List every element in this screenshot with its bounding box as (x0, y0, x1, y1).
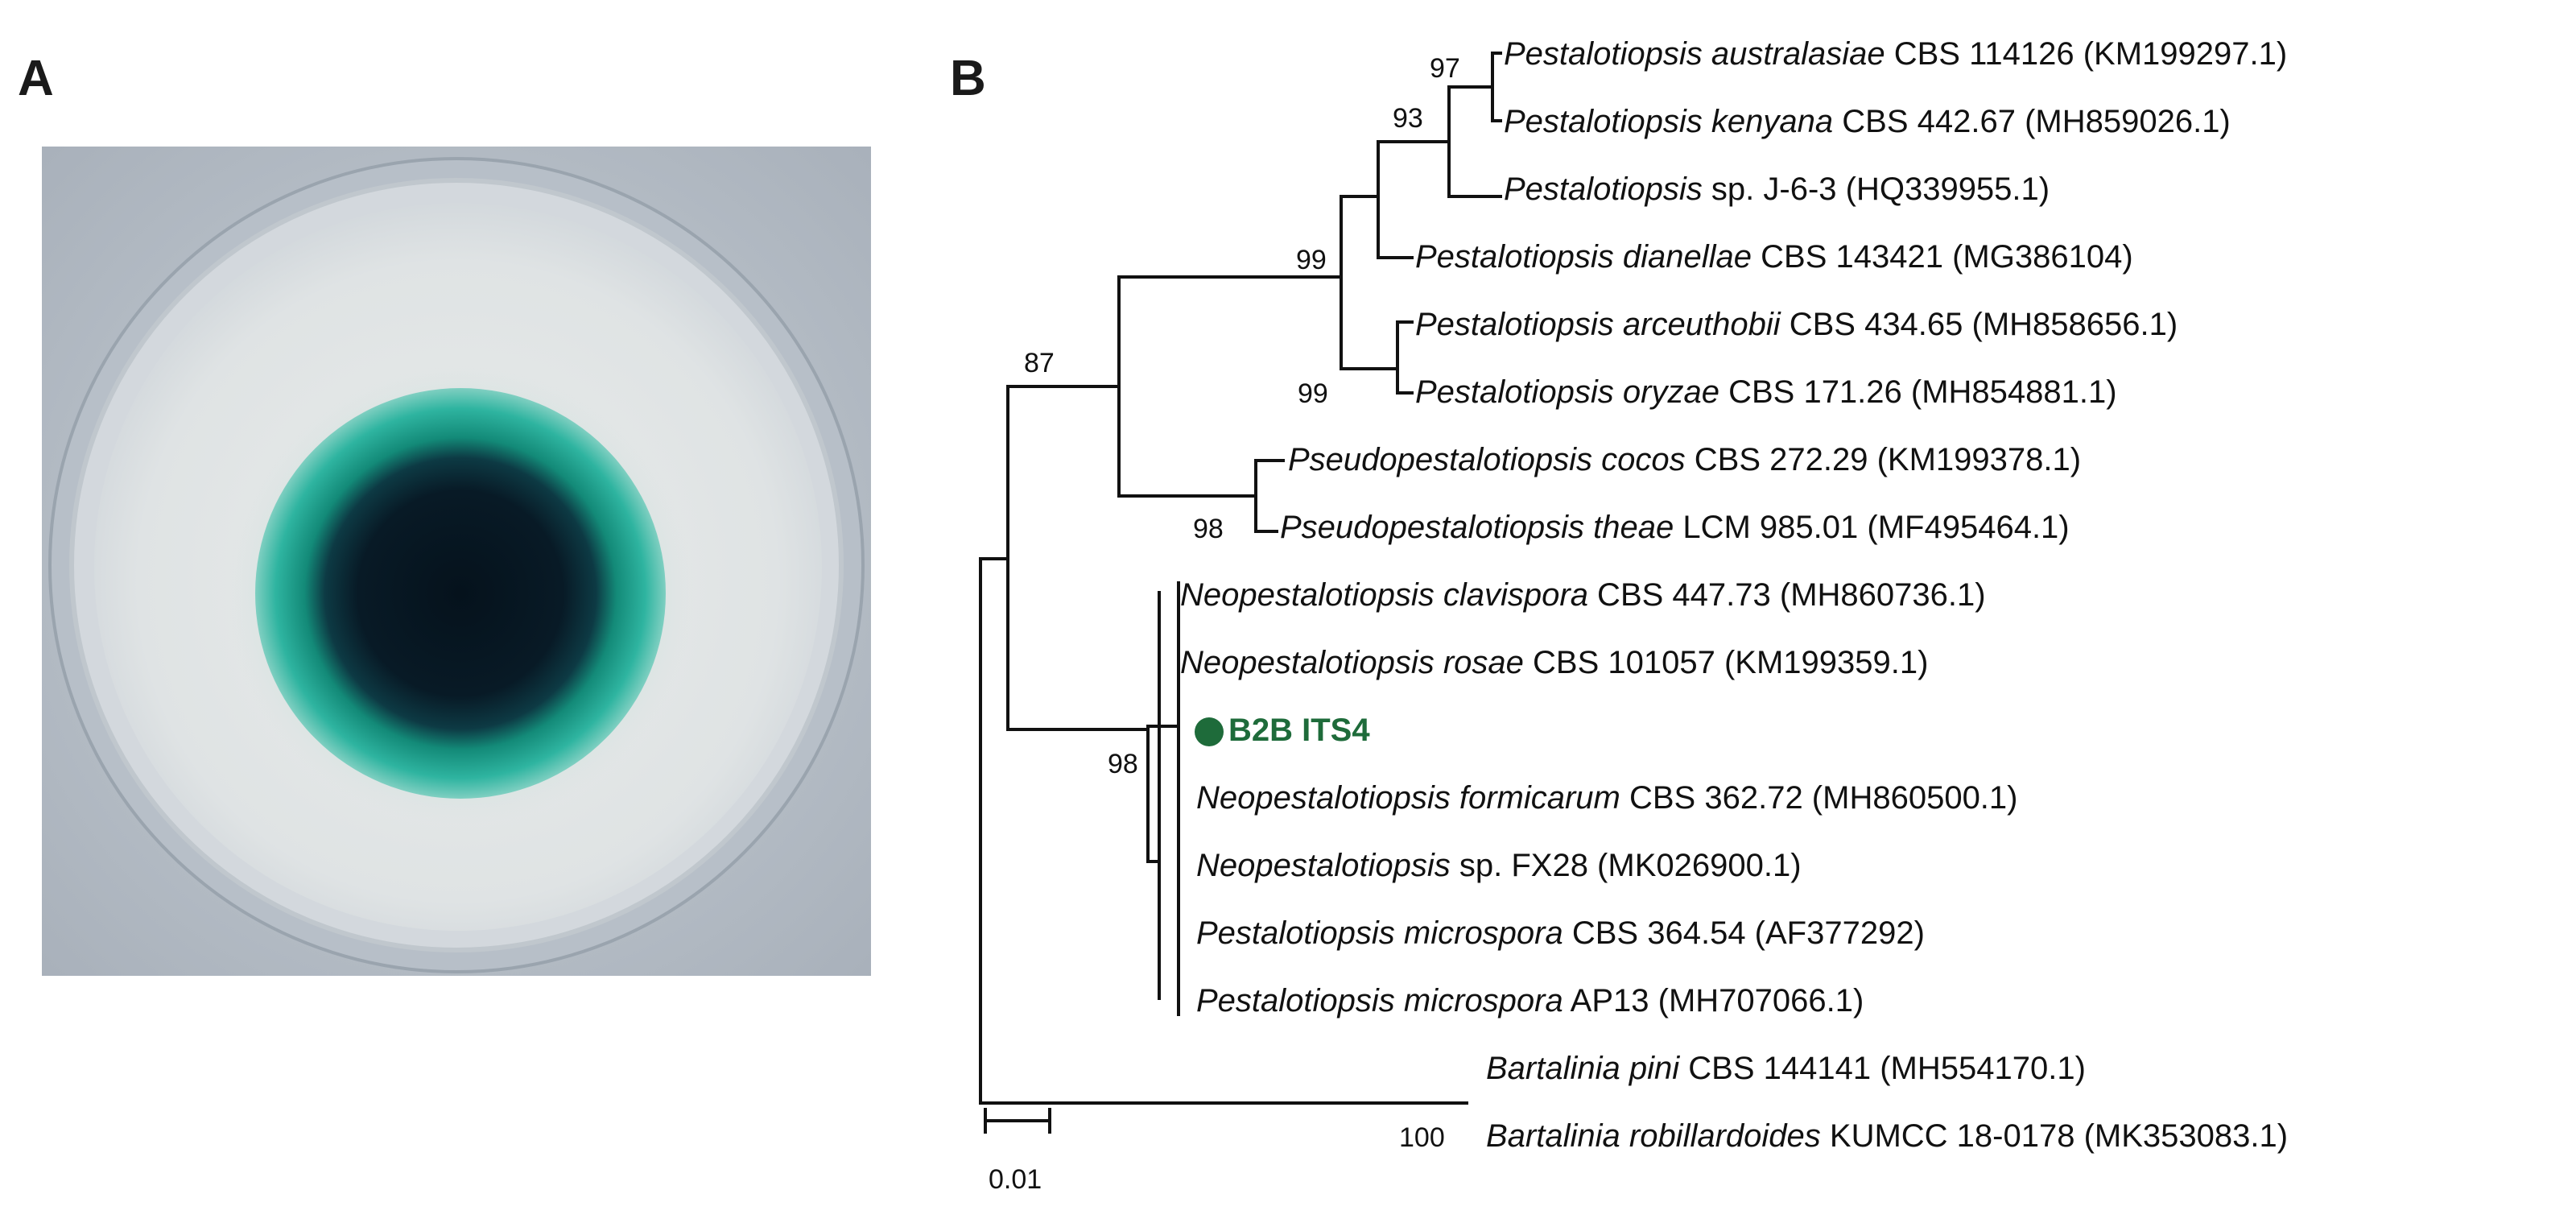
leaf-label: Neopestalotiopsis clavispora CBS 447.73 … (1180, 577, 1986, 613)
leaf-label: Pestalotiopsis arceuthobii CBS 434.65 (M… (1415, 307, 2178, 342)
leaf-label: Bartalinia robillardoides KUMCC 18-0178 … (1486, 1118, 2288, 1154)
leaf-label: Pestalotiopsis oryzae CBS 171.26 (MH8548… (1415, 374, 2117, 410)
leaf-label: Neopestalotiopsis formicarum CBS 362.72 … (1196, 780, 2018, 816)
bootstrap-value: 87 (1024, 348, 1055, 378)
leaf-label: Pestalotiopsis dianellae CBS 143421 (MG3… (1415, 239, 2133, 275)
highlight-leaf-label: B2B ITS4 (1228, 713, 1370, 748)
phylogenetic-tree: Pestalotiopsis australasiae CBS 114126 (… (979, 36, 2288, 1195)
highlight-dot (1195, 717, 1224, 746)
leaf-label: Neopestalotiopsis sp. FX28 (MK026900.1) (1196, 848, 1802, 883)
leaf-label: Pestalotiopsis microspora AP13 (MH707066… (1196, 983, 1864, 1018)
fungal-colony (255, 388, 666, 799)
leaf-label: Pestalotiopsis australasiae CBS 114126 (… (1504, 36, 2287, 72)
tree-branches (979, 52, 1502, 1105)
panel-b-label: B (950, 51, 986, 106)
bootstrap-value: 98 (1193, 514, 1224, 544)
bootstrap-value: 99 (1296, 245, 1327, 275)
scale-bar (984, 1108, 1051, 1134)
petri-dish-photo (42, 147, 871, 976)
leaf-label: Pestalotiopsis sp. J-6-3 (HQ339955.1) (1504, 171, 2050, 207)
bootstrap-value: 100 (1399, 1122, 1445, 1153)
scale-bar-label: 0.01 (989, 1164, 1042, 1195)
leaf-label: Pseudopestalotiopsis cocos CBS 272.29 (K… (1288, 442, 2081, 477)
bootstrap-value: 97 (1430, 53, 1460, 84)
leaf-label: Bartalinia pini CBS 144141 (MH554170.1) (1486, 1051, 2086, 1086)
leaf-label: Pestalotiopsis microspora CBS 364.54 (AF… (1196, 915, 1925, 951)
bootstrap-value: 98 (1108, 749, 1138, 779)
panel-a-label: A (18, 51, 54, 106)
leaf-label: Pestalotiopsis kenyana CBS 442.67 (MH859… (1504, 104, 2231, 139)
leaf-label: Pseudopestalotiopsis theae LCM 985.01 (M… (1280, 510, 2070, 545)
leaf-label: Neopestalotiopsis rosae CBS 101057 (KM19… (1180, 645, 1928, 680)
bootstrap-value: 93 (1393, 103, 1423, 134)
bootstrap-value: 99 (1298, 378, 1328, 409)
